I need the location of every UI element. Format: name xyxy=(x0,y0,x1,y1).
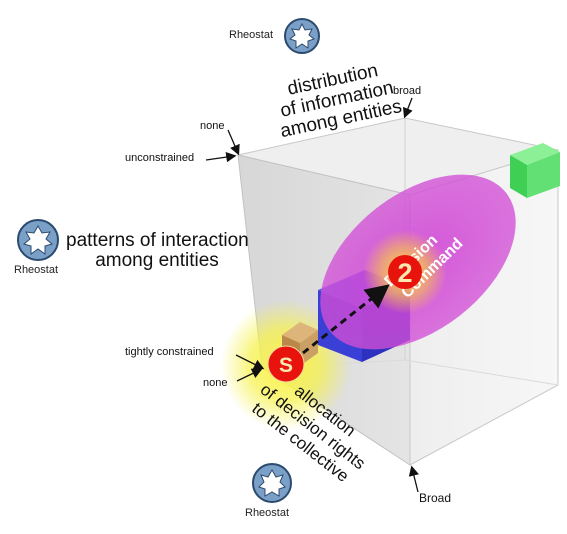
green-corner-box xyxy=(510,143,560,198)
pointer-tightly xyxy=(235,354,265,370)
rheostat-label-bottom: Rheostat xyxy=(245,507,290,519)
pointer-none-bottom xyxy=(236,368,263,382)
information-high-label: broad xyxy=(393,85,422,97)
pointer-none-top xyxy=(227,129,240,156)
interaction-axis-line2: among entities xyxy=(95,250,219,271)
progression-arrow xyxy=(302,284,390,355)
interaction-axis-label: patterns of interaction among entities xyxy=(66,230,249,271)
decision-low-label: none xyxy=(203,377,228,389)
pointer-broad-top xyxy=(402,97,413,119)
rheostat-label-top: Rheostat xyxy=(229,29,274,41)
cube-hidden-edge xyxy=(404,359,559,386)
rheostat-label-left: Rheostat xyxy=(14,264,59,276)
pointer-unconstrained xyxy=(205,151,237,163)
rheostat-icon-top xyxy=(284,18,320,54)
rheostat-icon-left xyxy=(17,219,59,261)
rheostat-icon-bottom xyxy=(252,463,292,503)
interaction-high-label: unconstrained xyxy=(125,152,195,164)
decision-high-label: Broad xyxy=(419,491,452,505)
target-marker xyxy=(388,255,422,289)
start-marker xyxy=(267,345,305,383)
target-marker-label: 2 xyxy=(397,258,412,288)
information-low-label: none xyxy=(200,120,225,132)
interaction-axis-line1: patterns of interaction xyxy=(66,230,249,251)
pointer-broad-bottom xyxy=(408,465,419,493)
start-marker-label: S xyxy=(279,354,293,377)
interaction-low-label: tightly constrained xyxy=(125,346,214,358)
